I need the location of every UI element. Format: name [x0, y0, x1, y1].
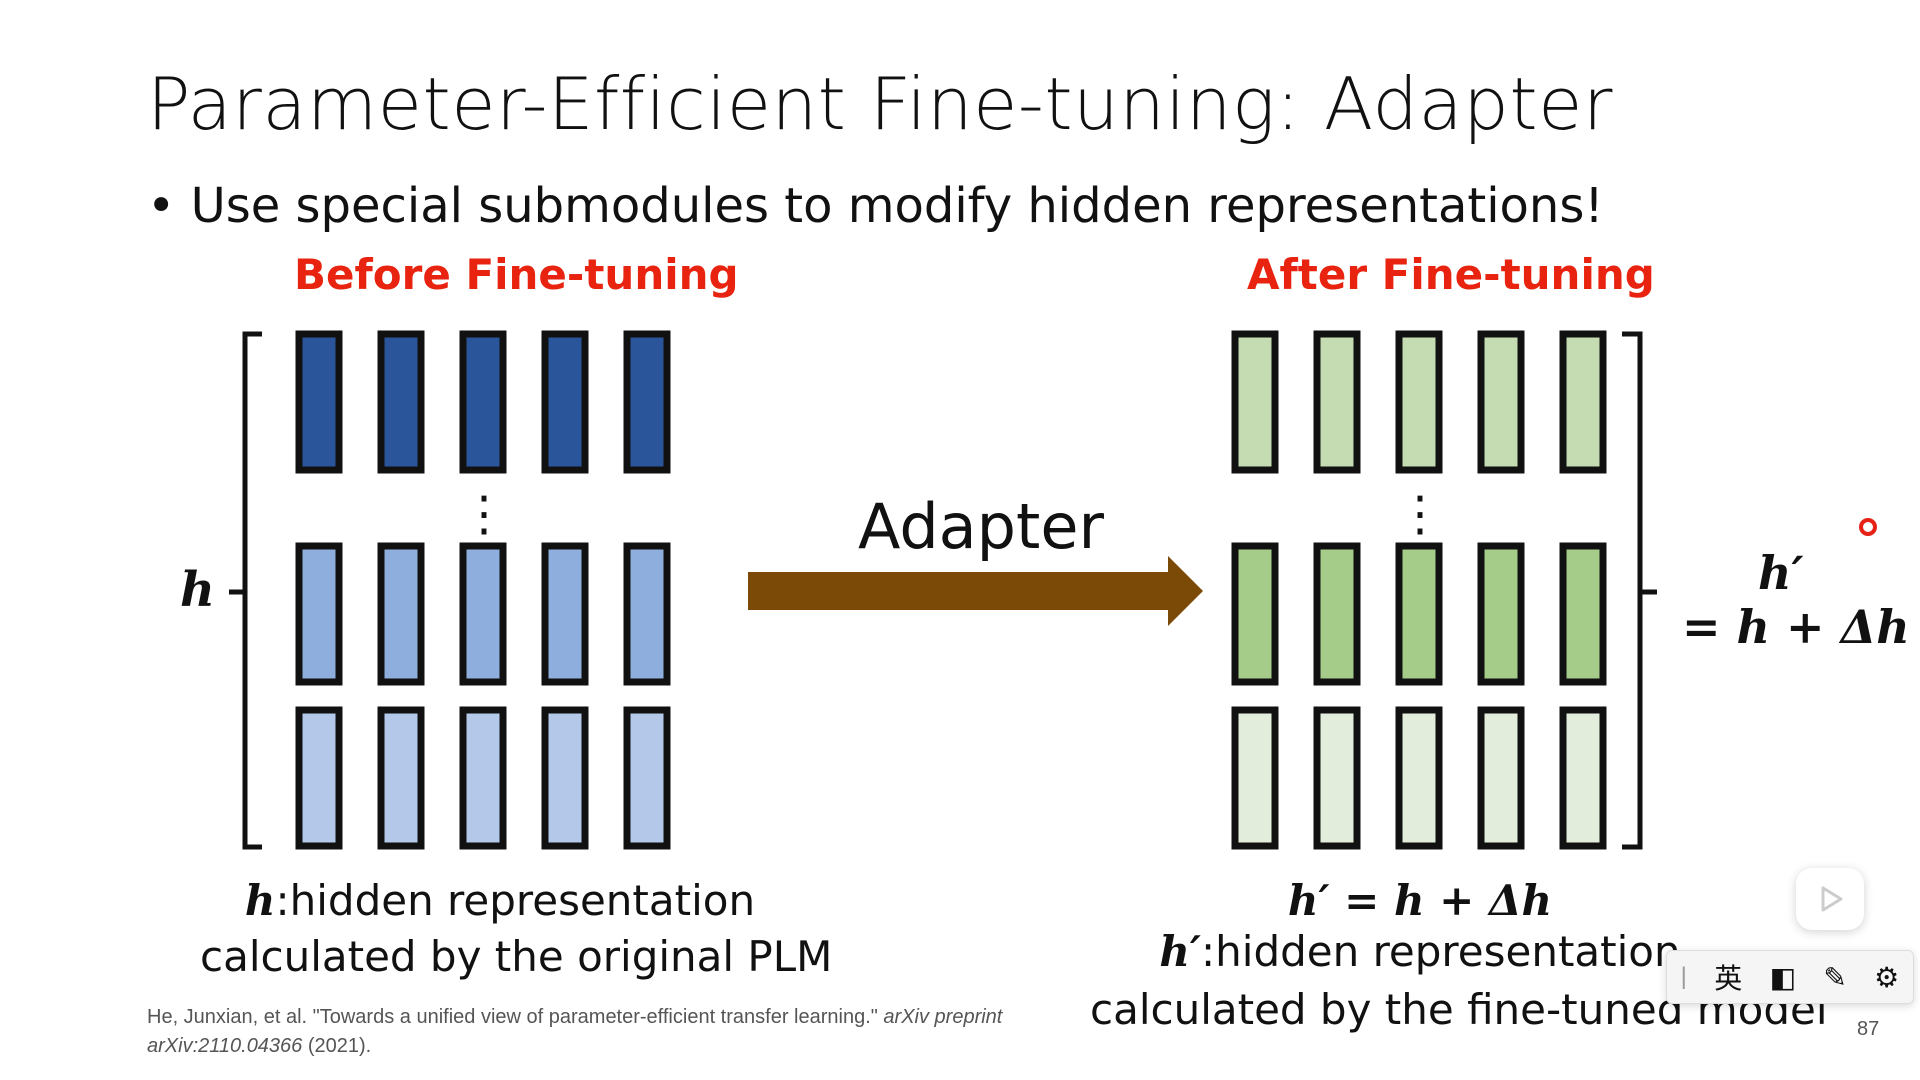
right-caption-symbol: h′ — [1159, 927, 1201, 976]
before-block-r3-c5 — [623, 706, 671, 850]
after-block-r3-c2 — [1313, 706, 1361, 850]
before-block-r1-c1 — [295, 330, 343, 474]
slide-title: Parameter-Efficient Fine-tuning: Adapter — [147, 62, 1614, 146]
play-button[interactable] — [1796, 868, 1864, 930]
ime-layout-icon[interactable]: ◧ — [1769, 961, 1797, 993]
after-block-r2-c2 — [1313, 542, 1361, 686]
after-block-r1-c3 — [1395, 330, 1443, 474]
after-ellipsis: ⋮ — [1396, 486, 1444, 542]
left-caption-line2: calculated by the original PLM — [200, 932, 833, 981]
before-block-r1-c4 — [541, 330, 589, 474]
after-block-r2-c5 — [1559, 542, 1607, 686]
before-block-r3-c4 — [541, 706, 589, 850]
right-brace — [1622, 331, 1643, 850]
ime-edit-icon[interactable]: ✎ — [1823, 961, 1847, 993]
ime-settings-icon[interactable]: ⚙ — [1874, 961, 1900, 993]
before-block-r2-c5 — [623, 542, 671, 686]
after-block-r3-c4 — [1477, 706, 1525, 850]
citation-italic: arXiv preprint arXiv:2110.04366 — [147, 1006, 1003, 1057]
h-prime-symbol: h′ — [1758, 546, 1804, 600]
ime-divider-icon: | — [1680, 963, 1687, 990]
before-block-r1-c5 — [623, 330, 671, 474]
after-block-r2-c3 — [1395, 542, 1443, 686]
after-block-r1-c4 — [1477, 330, 1525, 474]
before-block-r3-c2 — [377, 706, 425, 850]
h-prime-equation: = h + Δh — [1682, 600, 1910, 654]
after-block-r1-c2 — [1313, 330, 1361, 474]
before-block-r1-c2 — [377, 330, 425, 474]
before-blocks-group — [295, 330, 671, 850]
after-blocks-group — [1231, 330, 1607, 850]
before-finetuning-heading: Before Fine-tuning — [294, 250, 739, 299]
right-caption-line2: h′:hidden representation — [1090, 927, 1750, 976]
after-block-r1-c5 — [1559, 330, 1607, 474]
citation-text: He, Junxian, et al. "Towards a unified v… — [147, 1006, 884, 1028]
after-block-r1-c1 — [1231, 330, 1279, 474]
citation-year: (2021). — [302, 1035, 372, 1057]
before-ellipsis: ⋮ — [460, 486, 508, 542]
adapter-arrow-label: Adapter — [858, 490, 1104, 563]
left-brace — [242, 331, 262, 850]
right-caption-equation: h′ = h + Δh — [1287, 876, 1553, 925]
before-block-r2-c1 — [295, 542, 343, 686]
h-symbol: h — [180, 562, 215, 618]
before-block-r3-c3 — [459, 706, 507, 850]
adapter-arrow — [748, 556, 1203, 626]
after-finetuning-heading: After Fine-tuning — [1247, 250, 1655, 299]
before-block-r2-c3 — [459, 542, 507, 686]
after-block-r3-c1 — [1231, 706, 1279, 850]
citation: He, Junxian, et al. "Towards a unified v… — [147, 1003, 1062, 1061]
play-icon — [1821, 886, 1843, 912]
ime-toolbar[interactable]: | 英 ◧ ✎ ⚙ — [1666, 950, 1914, 1004]
left-caption-symbol: h — [244, 876, 276, 925]
after-block-r2-c1 — [1231, 542, 1279, 686]
ime-language-toggle[interactable]: 英 — [1714, 963, 1743, 994]
left-caption-line1: h:hidden representation — [200, 876, 800, 925]
before-block-r2-c2 — [377, 542, 425, 686]
page-number: 87 — [1857, 1018, 1880, 1040]
right-caption-text: :hidden representation — [1201, 927, 1681, 976]
after-block-r3-c5 — [1559, 706, 1607, 850]
before-block-r1-c3 — [459, 330, 507, 474]
before-block-r3-c1 — [295, 706, 343, 850]
recording-indicator-icon — [1859, 518, 1877, 536]
after-block-r3-c3 — [1395, 706, 1443, 850]
after-block-r2-c4 — [1477, 542, 1525, 686]
before-block-r2-c4 — [541, 542, 589, 686]
left-caption-text: :hidden representation — [275, 876, 756, 925]
bullet-point: • Use special submodules to modify hidde… — [147, 178, 1604, 234]
